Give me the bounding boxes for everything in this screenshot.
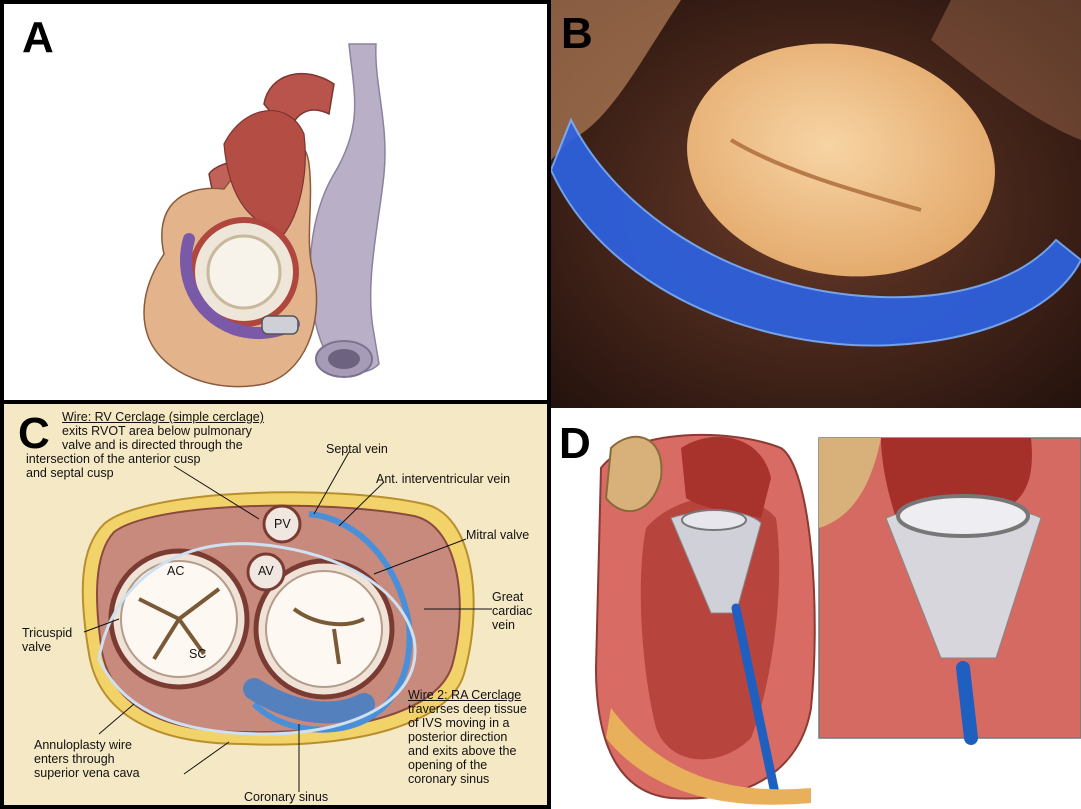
great-cardiac-vein-label-3: vein xyxy=(492,618,515,632)
septal-vein-label: Septal vein xyxy=(326,442,388,456)
heart-illustration-a xyxy=(4,4,547,400)
wire2-desc-line5: opening of the xyxy=(408,758,487,772)
panel-b-label: B xyxy=(561,12,593,56)
wire2-desc-line2: of IVS moving in a xyxy=(408,716,509,730)
wire1-desc-line2: valve and is directed through the xyxy=(62,438,243,452)
annuloplasty-label-1: Annuloplasty wire xyxy=(34,738,132,752)
great-cardiac-vein-label-2: cardiac xyxy=(492,604,532,618)
wire2-desc-line6: coronary sinus xyxy=(408,772,489,786)
tricuspid-valve-label-2: valve xyxy=(22,640,51,654)
device-render-b xyxy=(551,0,1081,408)
panel-a-label: A xyxy=(22,16,54,60)
pv-label: PV xyxy=(274,517,291,531)
panel-d-label: D xyxy=(559,422,591,466)
tricuspid-valve-label-1: Tricuspid xyxy=(22,626,72,640)
wire1-desc-line1: exits RVOT area below pulmonary xyxy=(62,424,252,438)
wire1-desc-line3: intersection of the anterior cusp xyxy=(26,452,200,466)
annuloplasty-label-2: enters through xyxy=(34,752,115,766)
wire2-title: Wire 2: RA Cerclage xyxy=(408,688,521,702)
coronary-sinus-label: Coronary sinus xyxy=(244,790,328,804)
wire1-desc-line4: and septal cusp xyxy=(26,466,114,480)
ac-label: AC xyxy=(167,564,184,578)
av-label: AV xyxy=(258,564,274,578)
wire2-desc-line4: and exits above the xyxy=(408,744,516,758)
panel-b: B xyxy=(551,0,1081,408)
wire1-title: Wire: RV Cerclage (simple cerclage) xyxy=(62,410,264,424)
annuloplasty-label-3: superior vena cava xyxy=(34,766,140,780)
great-cardiac-vein-label-1: Great xyxy=(492,590,523,604)
mitral-valve-label: Mitral valve xyxy=(466,528,529,542)
heart-cutaway-d xyxy=(551,408,1081,809)
sc-label: SC xyxy=(189,647,206,661)
panel-c-label: C xyxy=(18,412,50,456)
panel-d: D xyxy=(551,408,1081,809)
panel-a: A xyxy=(0,0,551,404)
panel-c: C Wire: RV Cerclage (simple cerclage) ex… xyxy=(0,404,551,809)
wire2-desc-line3: posterior direction xyxy=(408,730,507,744)
wire2-desc-line1: traverses deep tissue xyxy=(408,702,527,716)
ant-interventricular-vein-label: Ant. interventricular vein xyxy=(376,472,510,486)
